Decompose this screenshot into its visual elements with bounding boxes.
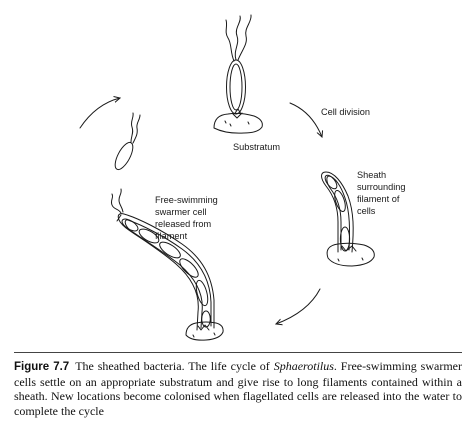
sheath-outline-long [117, 213, 215, 331]
caption-species-name: Sphaerotilus [273, 359, 334, 373]
label-sheath-line-1: Sheath [357, 170, 386, 180]
sheathed-filament-right [321, 171, 375, 267]
cycle-arrow-bottom-right [276, 288, 321, 324]
label-sheath-line-3: filament of [357, 194, 400, 204]
sphaerotilus-life-cycle-diagram: Cell division Substratum Sheath surround… [79, 14, 408, 341]
sheathed-filament-long [110, 188, 224, 341]
label-swarmer: Free-swimming swarmer cell released from… [155, 195, 220, 241]
label-cell-division: Cell division [321, 107, 370, 117]
attached-cell-on-substratum [213, 14, 263, 134]
substratum-mound-bottom [185, 321, 224, 341]
caption-text-after: . Free-swimming swarmer cells settle on … [14, 359, 462, 418]
label-sheath-line-4: cells [357, 206, 376, 216]
label-sheath-line-2: surrounding [357, 182, 406, 192]
figure-caption: Figure 7.7 The sheathed bacteria. The lif… [14, 359, 462, 418]
label-swarmer-line-2: swarmer cell [155, 207, 207, 217]
label-swarmer-line-1: Free-swimming [155, 195, 218, 205]
label-sheath: Sheath surrounding filament of cells [357, 170, 408, 216]
sheath-outline [321, 171, 354, 253]
attached-cell [226, 59, 246, 115]
cycle-arrow-top-left [79, 98, 120, 129]
free-swimming-cell [114, 112, 141, 171]
figure-number: Figure 7.7 [14, 361, 70, 373]
substratum-mound-top [213, 112, 263, 134]
label-swarmer-line-4: filament [155, 231, 188, 241]
flagella [234, 15, 241, 61]
substratum-mound-right [326, 242, 375, 267]
label-substratum: Substratum [233, 142, 280, 152]
label-swarmer-line-3: released from [155, 219, 212, 229]
caption-rule [14, 352, 462, 353]
cycle-arrow-top-right [289, 102, 322, 137]
caption-text-before: The sheathed bacteria. The life cycle of [75, 359, 274, 373]
